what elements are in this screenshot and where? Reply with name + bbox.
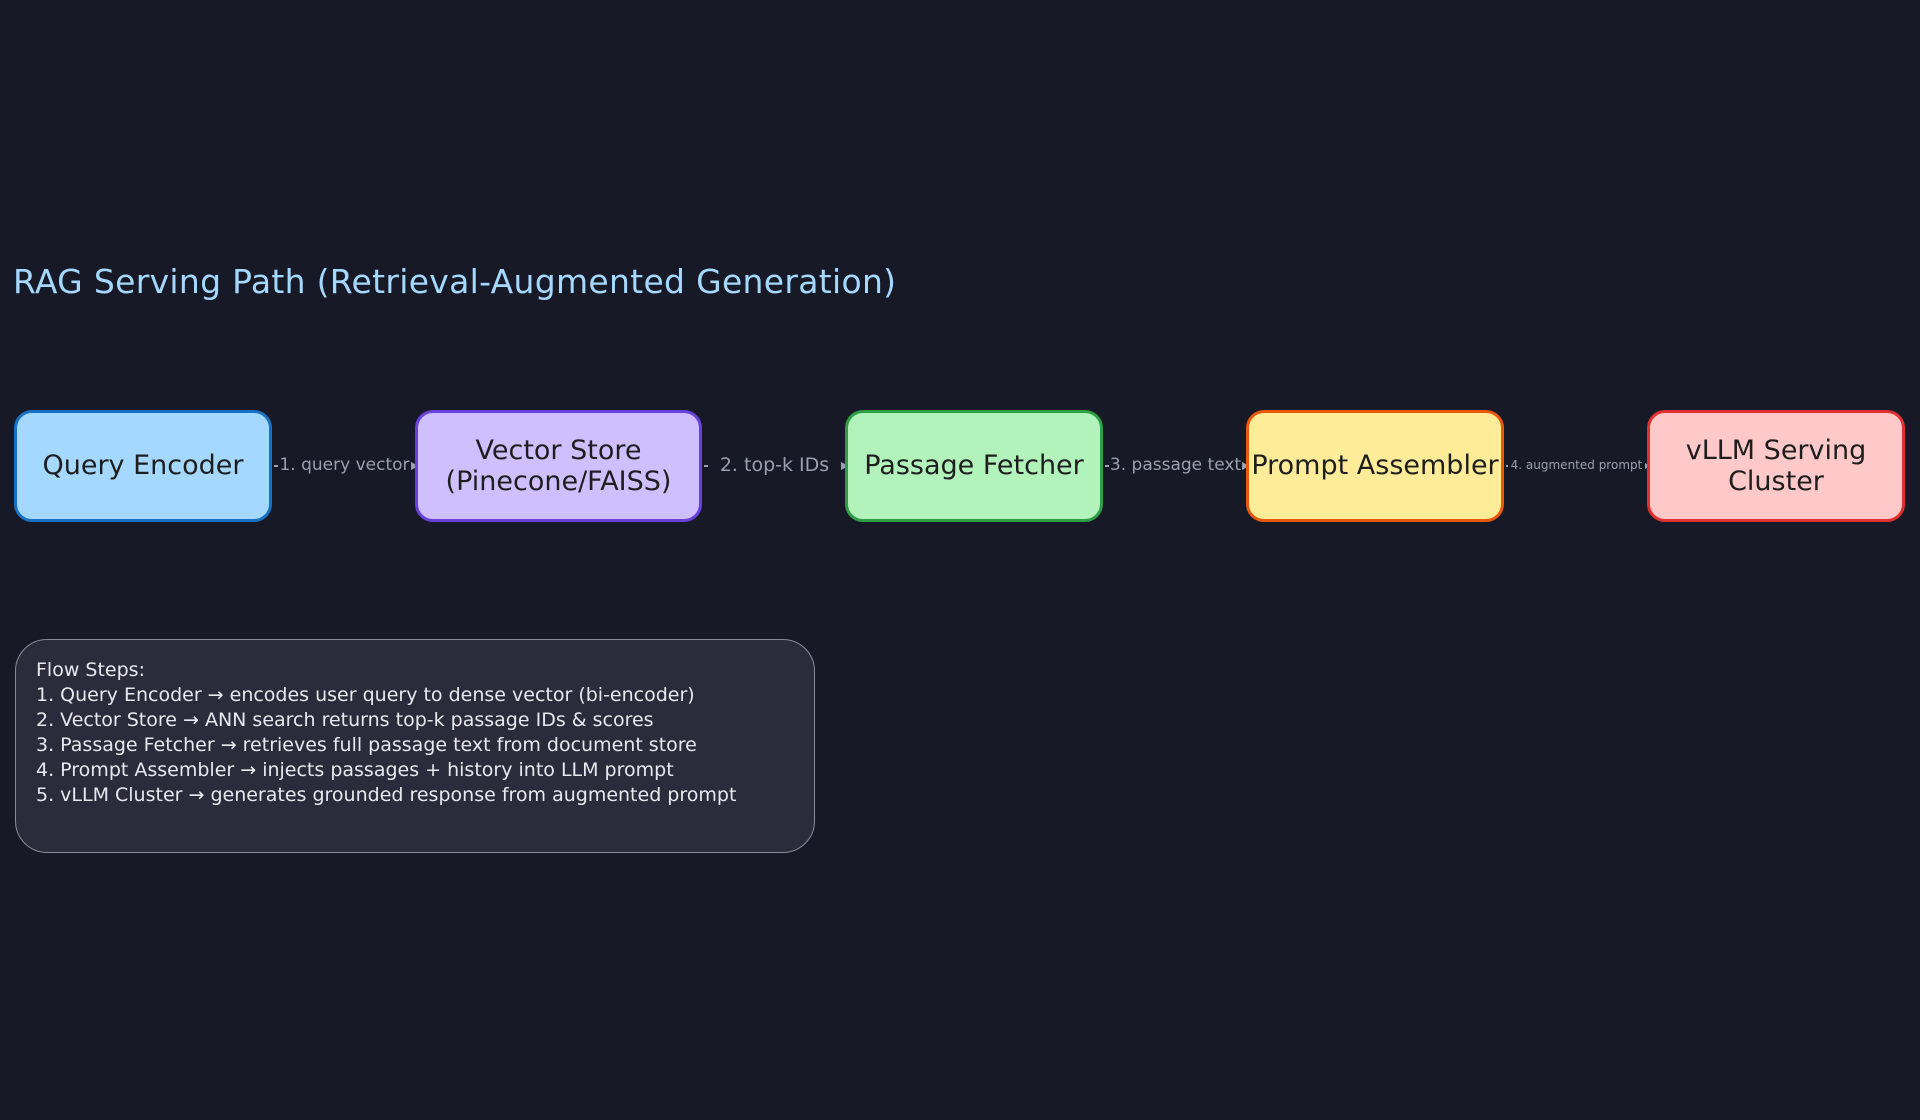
notes-line: 5. vLLM Cluster → generates grounded res… — [36, 784, 737, 806]
node-vector-store[interactable]: Vector Store (Pinecone/FAISS) — [415, 410, 702, 522]
edge-label-2: 2. top-k IDs — [708, 451, 841, 479]
notes-line: 2. Vector Store → ANN search returns top… — [36, 709, 654, 731]
edge-label-1: 1. query vector — [278, 451, 411, 479]
diagram-title: RAG Serving Path (Retrieval-Augmented Ge… — [13, 262, 897, 301]
node-prompt-assembler[interactable]: Prompt Assembler — [1246, 410, 1504, 522]
node-passage-fetcher[interactable]: Passage Fetcher — [845, 410, 1103, 522]
edge-label-4: 4. augmented prompt — [1508, 451, 1645, 479]
node-label: Query Encoder — [42, 450, 244, 482]
edge-label-3: 3. passage text — [1109, 451, 1242, 479]
node-label: Prompt Assembler — [1251, 450, 1499, 482]
notes-heading: Flow Steps: — [36, 659, 145, 681]
node-vllm-cluster[interactable]: vLLM Serving Cluster — [1647, 410, 1905, 522]
node-label: Vector Store (Pinecone/FAISS) — [445, 434, 672, 497]
node-query-encoder[interactable]: Query Encoder — [14, 410, 272, 522]
node-label: vLLM Serving Cluster — [1685, 434, 1867, 497]
notes-line: 1. Query Encoder → encodes user query to… — [36, 684, 695, 706]
notes-line: 3. Passage Fetcher → retrieves full pass… — [36, 734, 697, 756]
notes-line: 4. Prompt Assembler → injects passages +… — [36, 759, 674, 781]
node-label: Passage Fetcher — [864, 450, 1084, 482]
flow-steps-note: Flow Steps: 1. Query Encoder → encodes u… — [15, 639, 815, 853]
